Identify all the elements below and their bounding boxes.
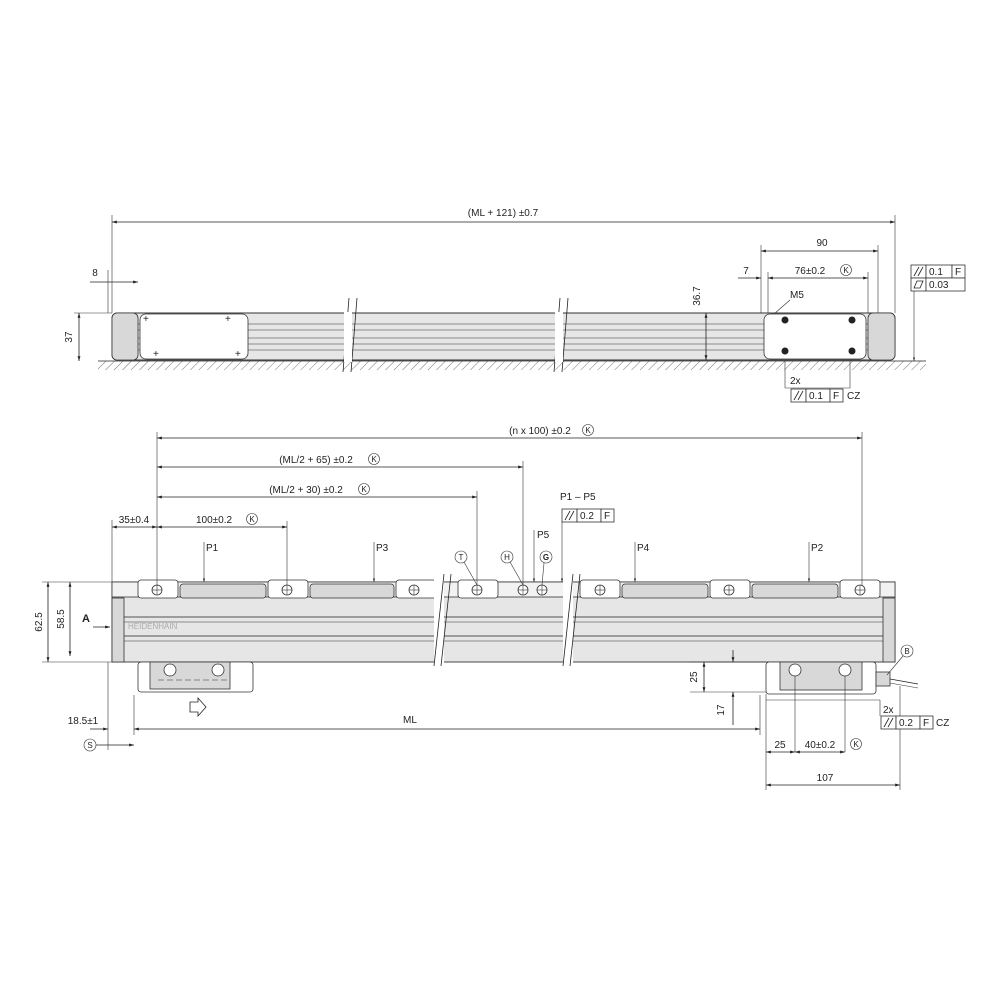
p1-p5-datum: F xyxy=(604,511,610,522)
tolerance-frame-top-bottom: 2x 0.1 F CZ xyxy=(784,361,860,403)
tol-datum: F xyxy=(955,267,961,278)
cable xyxy=(889,678,919,685)
svg-text:+: + xyxy=(235,349,241,360)
ml2-30-label: (ML/2 + 30) ±0.2 xyxy=(269,485,343,496)
left-end-cap xyxy=(111,312,139,361)
marker-k-label: K xyxy=(371,455,377,464)
marker-k-circle xyxy=(840,264,852,276)
marker-h-circle xyxy=(500,550,514,564)
count-2x-front: 2x xyxy=(883,705,894,716)
dim-7-label: 7 xyxy=(743,266,749,277)
marker-g-circle xyxy=(539,550,553,564)
p1-p5-tol-value: 0.2 xyxy=(580,511,594,522)
marker-t-label: T xyxy=(459,553,464,562)
top-view: + + + + (ML + 121) ±0.7 8 xyxy=(64,208,966,403)
thread-label: M5 xyxy=(790,290,804,301)
overall-length-label: (ML + 121) ±0.7 xyxy=(468,208,539,219)
marker-g-label: G xyxy=(543,553,549,562)
marker-k-label: K xyxy=(249,515,255,524)
dim-8-label: 8 xyxy=(92,268,98,279)
p3-label: P3 xyxy=(376,543,389,554)
mounting-holes xyxy=(151,584,866,596)
dim-90-label: 90 xyxy=(816,238,828,249)
dim-58-5-label: 58.5 xyxy=(56,609,67,629)
marker-b-circle xyxy=(900,644,914,658)
dim-40-label: 40±0.2 xyxy=(805,740,836,751)
marker-t-circle xyxy=(454,550,468,564)
mounting-tabs xyxy=(137,579,881,599)
dim-25-v-label: 25 xyxy=(689,671,700,683)
tol-parallel-value: 0.1 xyxy=(929,267,943,278)
tol-bottom-value: 0.1 xyxy=(809,391,823,402)
marker-s-label: S xyxy=(87,741,92,750)
break-line-front-1 xyxy=(433,573,452,667)
head-screw xyxy=(163,663,177,677)
m5-hole xyxy=(781,316,789,324)
tol-right-value: 0.2 xyxy=(899,718,913,729)
svg-text:+: + xyxy=(225,314,231,325)
right-mounting-block xyxy=(763,313,867,360)
svg-text:+: + xyxy=(143,314,149,325)
tol-right-datum: F xyxy=(923,718,929,729)
dim-37-label: 37 xyxy=(64,331,75,343)
marker-h-label: H xyxy=(504,553,510,562)
break-line-front-2 xyxy=(562,573,581,667)
p5-label: P5 xyxy=(537,530,550,541)
p1-p5-label: P1 – P5 xyxy=(560,492,596,503)
tol-flatness-value: 0.03 xyxy=(929,280,949,291)
tolerance-frame-p1-p5: 0.2 F xyxy=(560,508,615,582)
marker-k-label: K xyxy=(361,485,367,494)
dim-17-label: 17 xyxy=(716,704,727,716)
ground-hatch xyxy=(98,361,926,370)
p2-label: P2 xyxy=(811,543,824,554)
view-a-label: A xyxy=(82,613,90,625)
dim-100-label: 100±0.2 xyxy=(196,515,233,526)
cz-front: CZ xyxy=(936,718,949,729)
m5-hole xyxy=(848,316,856,324)
dim-107-label: 107 xyxy=(817,773,834,784)
break-line-2 xyxy=(553,297,569,373)
ml2-65-label: (ML/2 + 65) ±0.2 xyxy=(279,455,353,466)
head-screw xyxy=(788,663,802,677)
direction-arrow-icon xyxy=(189,696,207,718)
m5-hole xyxy=(781,347,789,355)
p1-label: P1 xyxy=(206,543,219,554)
p4-label: P4 xyxy=(637,543,650,554)
dim-76-label: 76±0.2 xyxy=(795,266,826,277)
tolerance-frame-top-right: 0.1 F 0.03 xyxy=(910,264,966,361)
dim-36-7-label: 36.7 xyxy=(692,286,703,306)
count-2x-top: 2x xyxy=(790,376,801,387)
dim-62-5-label: 62.5 xyxy=(34,612,45,632)
right-end-cap xyxy=(867,312,896,361)
marker-k-label: K xyxy=(843,266,849,275)
dim-18-5-label: 18.5±1 xyxy=(68,716,99,727)
marker-k-label: K xyxy=(585,426,591,435)
cz-top: CZ xyxy=(847,391,860,402)
head-screw xyxy=(838,663,852,677)
brand-label: HEIDENHAIN xyxy=(128,622,178,631)
marker-b-label: B xyxy=(904,647,909,656)
dim-25-h-label: 25 xyxy=(774,740,786,751)
tol-bottom-datum: F xyxy=(833,391,839,402)
dim-35-label: 35±0.4 xyxy=(119,515,150,526)
n-x-100-label: (n x 100) ±0.2 xyxy=(509,426,571,437)
svg-text:+: + xyxy=(153,349,159,360)
ml-label: ML xyxy=(403,715,417,726)
front-view: HEIDENHAIN xyxy=(34,424,949,790)
m5-hole xyxy=(848,347,856,355)
left-mounting-block xyxy=(139,313,249,360)
head-screw xyxy=(211,663,225,677)
marker-k-label: K xyxy=(853,740,859,749)
break-line-1 xyxy=(342,297,358,373)
tolerance-frame-front-right: 0.2 F CZ xyxy=(880,715,949,730)
